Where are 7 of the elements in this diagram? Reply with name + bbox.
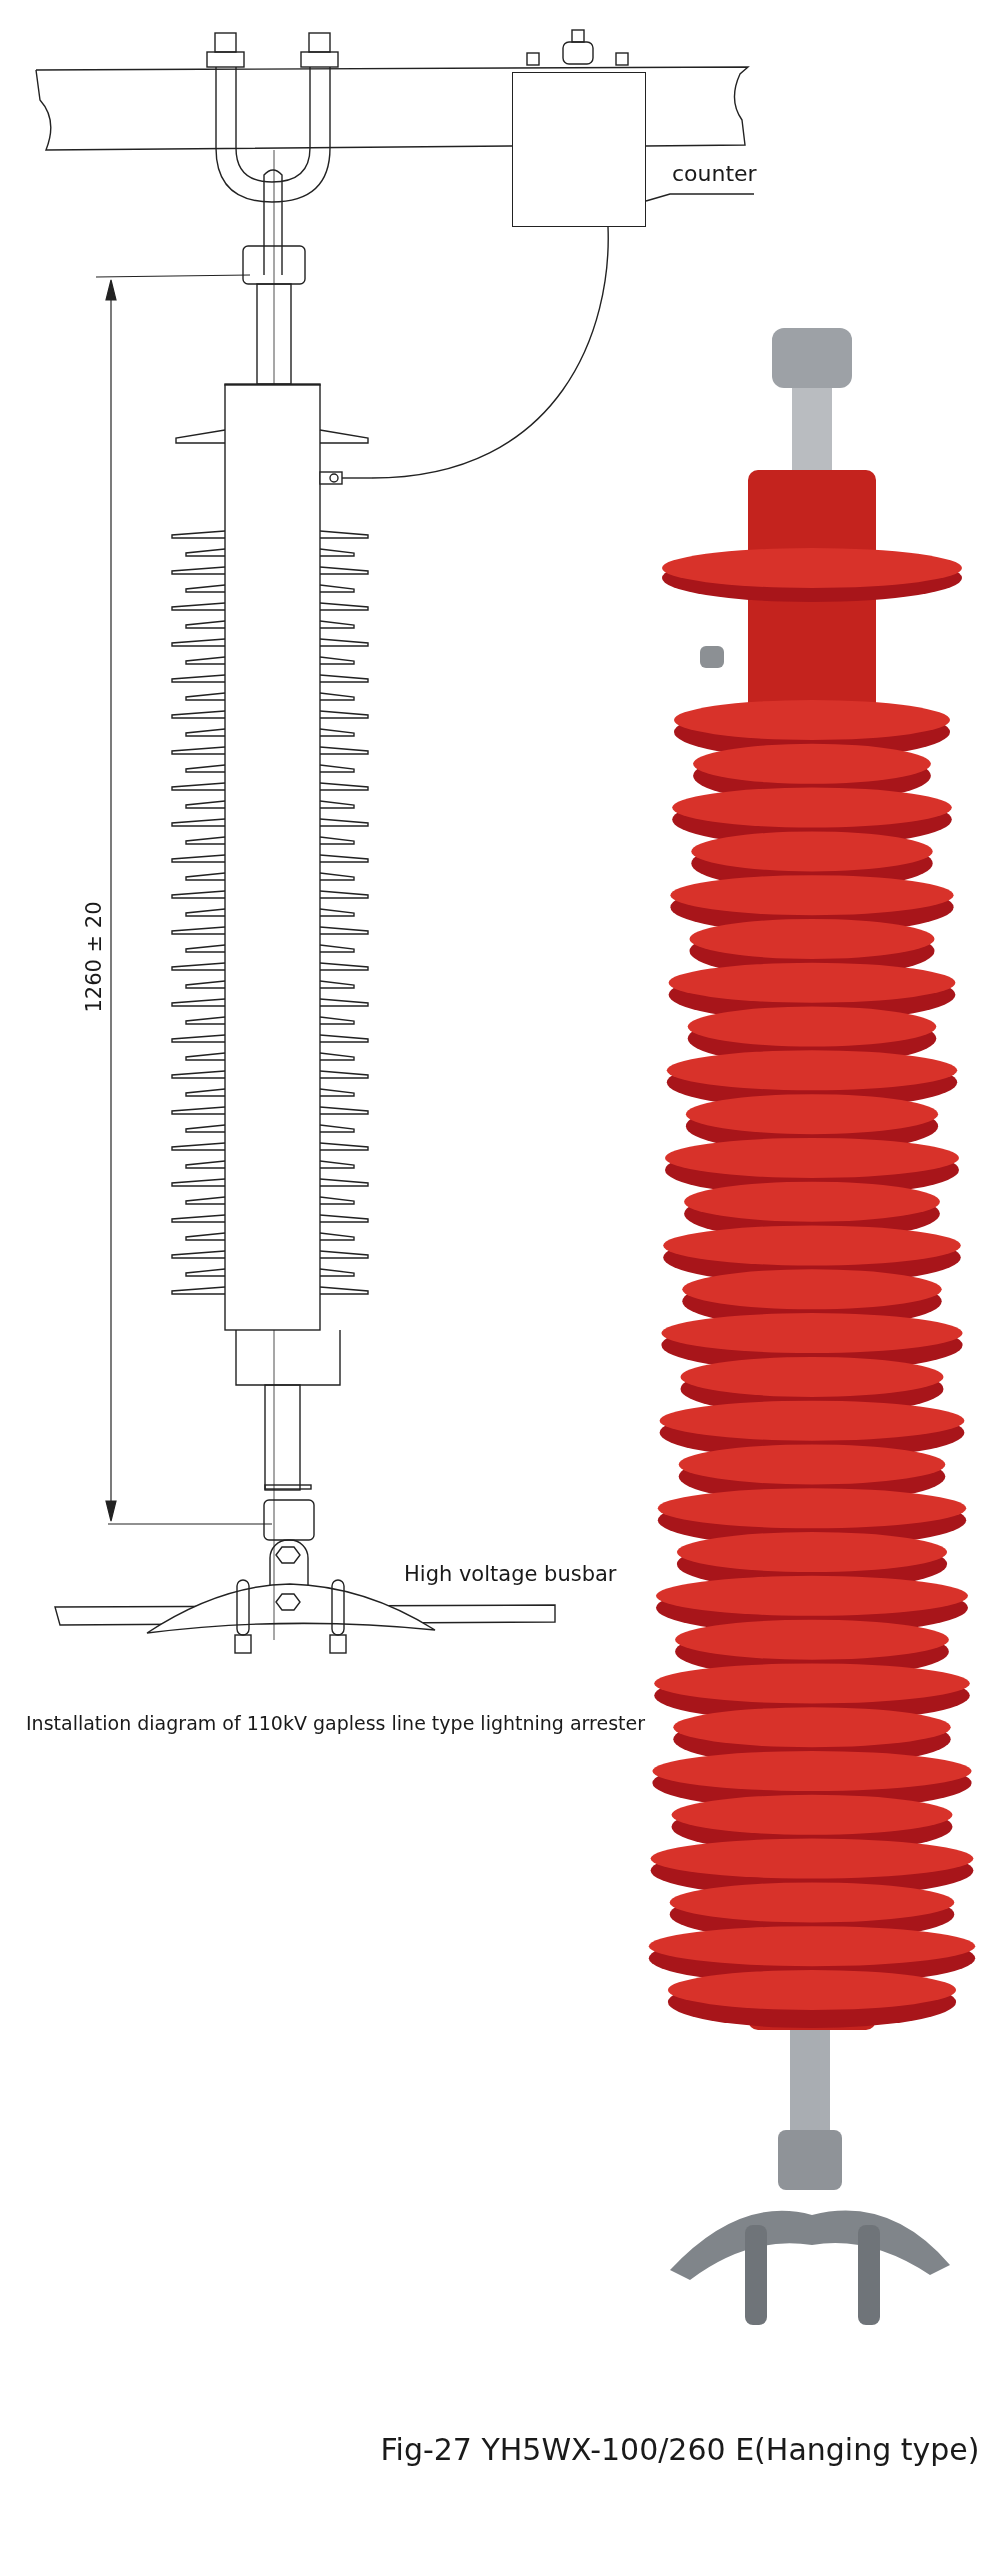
caption-text: Installation diagram of 110kV gapless line type lightning arrester [26, 1712, 645, 1735]
ground-wire [371, 226, 609, 479]
figure-caption: Fig-27 YH5WX-100/260 E(Hanging type) [380, 2432, 980, 2467]
leader-line [645, 193, 755, 202]
counter-box [512, 72, 646, 227]
dimension-label: 1260 ± 20 [82, 900, 108, 1013]
part-label: High voltage busbar [404, 1562, 617, 1588]
